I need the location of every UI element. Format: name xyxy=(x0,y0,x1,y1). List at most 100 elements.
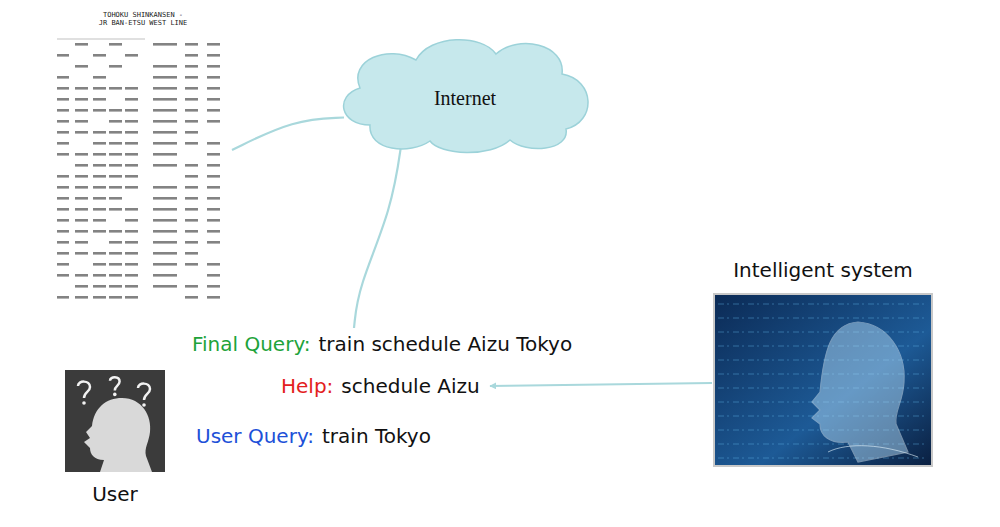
table-mark xyxy=(125,175,138,178)
table-mark xyxy=(185,285,198,288)
table-mark xyxy=(125,131,138,134)
query-label: Final Query: xyxy=(192,332,311,356)
table-mark xyxy=(93,54,106,57)
data-grid xyxy=(718,304,928,305)
cloud-node: Internet xyxy=(330,30,600,155)
text-holder: Intelligent system xyxy=(708,252,938,282)
table-mark xyxy=(125,274,138,277)
table-mark xyxy=(125,296,138,299)
table-mark xyxy=(185,54,198,57)
table-mark xyxy=(153,98,177,101)
query-text: train schedule Aizu Tokyo xyxy=(319,332,573,356)
table-mark xyxy=(153,87,177,90)
table-mark xyxy=(93,142,106,145)
table-mark xyxy=(153,197,177,200)
table-mark xyxy=(93,131,106,134)
query-text-node: Help:schedule Aizu xyxy=(277,370,484,402)
table-mark xyxy=(207,87,220,90)
table-mark xyxy=(93,98,106,101)
table-mark xyxy=(109,252,122,255)
table-mark xyxy=(207,54,220,57)
table-mark xyxy=(57,186,69,189)
text-holder: TOHOKU SHINKANSEN -JR BAN-ETSU WEST LINE xyxy=(55,5,231,28)
arrow xyxy=(490,383,712,386)
robot-picture xyxy=(708,252,938,468)
table-mark xyxy=(57,109,69,112)
table-mark xyxy=(93,164,106,167)
table-mark xyxy=(207,274,220,277)
table-mark xyxy=(93,252,106,255)
text-holder: Final Query: train schedule Aizu Tokyo xyxy=(188,328,577,360)
table-mark xyxy=(93,153,106,156)
table-mark xyxy=(185,219,198,222)
table-mark xyxy=(207,65,220,68)
picture-caption: Intelligent system xyxy=(733,258,913,282)
table-mark xyxy=(93,109,106,112)
table-mark xyxy=(125,263,138,266)
table-mark xyxy=(109,164,122,167)
table-mark xyxy=(109,120,122,123)
table-mark xyxy=(109,175,122,178)
table-mark xyxy=(125,219,138,222)
question-dot xyxy=(82,401,86,405)
table-mark xyxy=(109,65,122,68)
table-mark xyxy=(153,230,177,233)
table-mark xyxy=(93,263,106,266)
data-grid xyxy=(718,458,928,459)
table-mark xyxy=(109,186,122,189)
table-mark xyxy=(75,98,88,101)
table-mark xyxy=(125,186,138,189)
table-mark xyxy=(109,153,122,156)
table-mark xyxy=(153,263,177,266)
table-mark xyxy=(207,186,220,189)
question-mark xyxy=(138,384,150,400)
table-mark xyxy=(93,186,106,189)
rule xyxy=(57,39,145,40)
table-mark xyxy=(207,142,220,145)
table-mark xyxy=(153,120,177,123)
query-text: schedule Aizu xyxy=(341,374,479,398)
table-mark xyxy=(57,296,69,299)
table-mark xyxy=(93,230,106,233)
text-holder: User xyxy=(60,368,170,506)
table-mark xyxy=(93,87,106,90)
table-mark xyxy=(93,208,106,211)
table-mark xyxy=(75,131,88,134)
table-mark xyxy=(75,219,88,222)
query-text-node: Final Query: train schedule Aizu Tokyo xyxy=(188,328,577,360)
table-mark xyxy=(207,164,220,167)
question-dot xyxy=(113,393,117,397)
table-mark xyxy=(185,120,198,123)
cloud-label: Internet xyxy=(434,86,496,110)
table-mark xyxy=(75,296,88,299)
picture-ground xyxy=(65,370,165,472)
table-mark xyxy=(75,208,88,211)
question-mark xyxy=(110,377,120,390)
table-mark xyxy=(207,153,220,156)
table-mark xyxy=(57,87,69,90)
table-mark xyxy=(57,197,69,200)
table-mark xyxy=(57,131,69,134)
table-mark xyxy=(185,252,198,255)
cloud-outline xyxy=(344,40,588,153)
shoulder-line xyxy=(828,446,918,457)
table-mark xyxy=(109,263,122,266)
table-mark xyxy=(153,142,177,145)
table-mark xyxy=(125,98,138,101)
paper xyxy=(55,5,231,305)
table-mark xyxy=(57,263,69,266)
table-mark xyxy=(93,274,106,277)
table-mark xyxy=(185,263,198,266)
table-mark xyxy=(57,274,69,277)
table-mark xyxy=(93,285,106,288)
data-grid xyxy=(718,318,928,319)
document-node: TOHOKU SHINKANSEN -JR BAN-ETSU WEST LINE xyxy=(55,5,231,305)
question-mark xyxy=(78,382,90,398)
timetable-heading: JR BAN-ETSU WEST LINE xyxy=(99,19,188,27)
table-mark xyxy=(185,175,198,178)
table-mark xyxy=(93,296,106,299)
table-mark xyxy=(93,197,106,200)
table-mark xyxy=(153,241,177,244)
table-mark xyxy=(153,109,177,112)
